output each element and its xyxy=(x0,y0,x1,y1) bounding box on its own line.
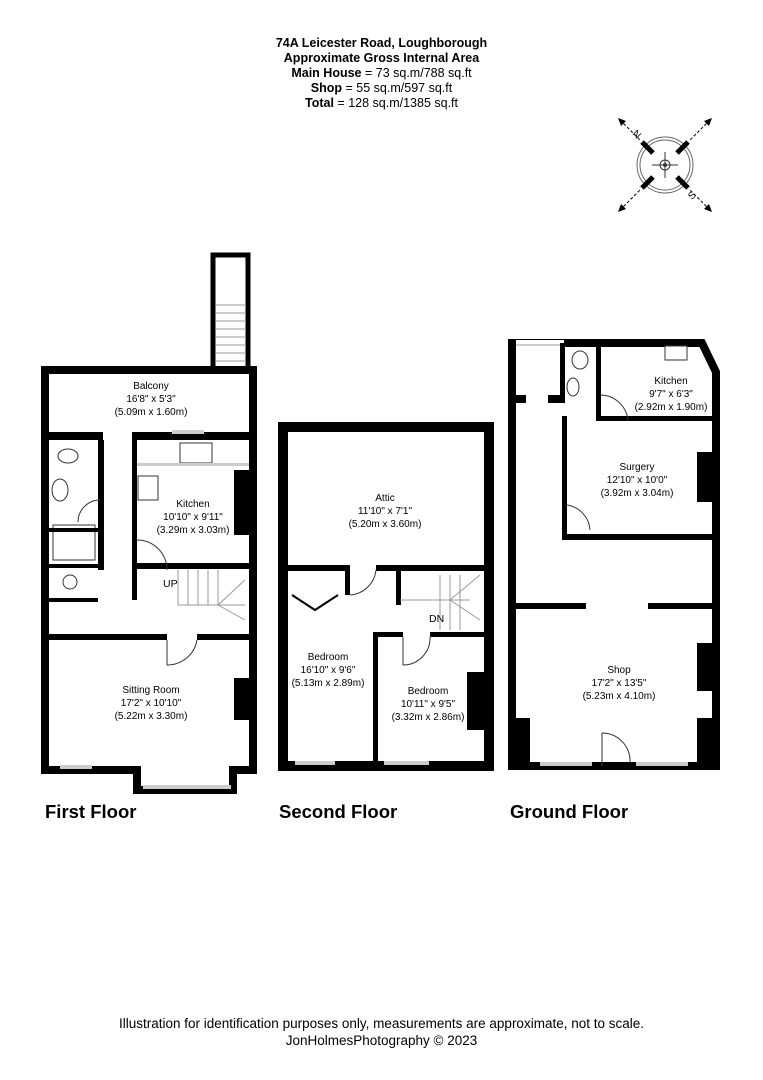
room-surgery: Surgery 12'10" x 10'0" (3.92m x 3.04m) xyxy=(600,462,674,499)
ground-floor-plan xyxy=(508,339,720,770)
plan-footer: Illustration for identification purposes… xyxy=(0,1015,763,1049)
stairs-down-label: DN xyxy=(429,613,445,625)
copyright: JonHolmesPhotography © 2023 xyxy=(285,1033,478,1048)
area-subtitle: Approximate Gross Internal Area xyxy=(283,51,480,65)
room-balcony: Balcony 16'8" x 5'3" (5.09m x 1.60m) xyxy=(114,381,188,418)
disclaimer: Illustration for identification purposes… xyxy=(118,1016,645,1031)
first-floor-plan xyxy=(41,252,257,794)
room-bedroom-2: Bedroom 10'11" x 9'5" (3.32m x 2.86m) xyxy=(391,686,465,723)
floor-label-ground: Ground Floor xyxy=(510,801,629,822)
plan-header: 74A Leicester Road, Loughborough Approxi… xyxy=(0,36,763,111)
room-attic: Attic 11'10" x 7'1" (5.20m x 3.60m) xyxy=(348,493,422,530)
room-kitchen-first: Kitchen 10'10" x 9'11" (3.29m x 3.03m) xyxy=(156,499,230,536)
room-shop: Shop 17'2" x 13'5" (5.23m x 4.10m) xyxy=(582,665,656,702)
property-address: 74A Leicester Road, Loughborough xyxy=(275,36,488,50)
compass-icon: N S xyxy=(618,118,712,212)
room-kitchen-ground: Kitchen 9'7" x 6'3" (2.92m x 1.90m) xyxy=(634,376,708,413)
floor-label-first: First Floor xyxy=(45,801,137,822)
shop-area: Shop = 55 sq.m/597 sq.ft xyxy=(310,81,453,95)
room-bedroom-1: Bedroom 16'10" x 9'6" (5.13m x 2.89m) xyxy=(291,652,365,689)
second-floor-plan xyxy=(278,422,494,771)
room-sitting-room: Sitting Room 17'2" x 10'10" (5.22m x 3.3… xyxy=(114,685,188,722)
floor-label-second: Second Floor xyxy=(279,801,398,822)
main-house-area: Main House = 73 sq.m/788 sq.ft xyxy=(291,66,472,80)
total-area: Total = 128 sq.m/1385 sq.ft xyxy=(305,96,458,110)
stairs-up-label: UP xyxy=(163,578,178,590)
